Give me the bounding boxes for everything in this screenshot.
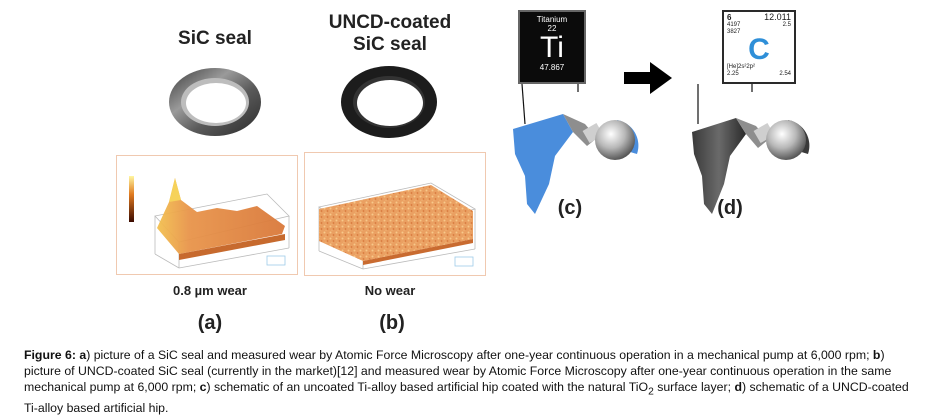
- caption-text-c2: surface layer;: [653, 380, 735, 394]
- ti-symbol: Ti: [540, 31, 564, 64]
- afm-surface-b: [318, 182, 477, 270]
- panel-a-seal-title: SiC seal: [178, 28, 252, 49]
- afm-surface-a: [129, 176, 290, 269]
- c-config: [He]2s²2p²: [727, 64, 756, 70]
- caption-key-b: b: [872, 348, 881, 362]
- c-number: 6: [727, 13, 732, 22]
- panel-a-afm-plot: [116, 155, 298, 275]
- ti-mass: 47.867: [539, 63, 565, 72]
- uncd-coated-hip-implant: [692, 84, 810, 214]
- figure-caption: Figure 6: a) picture of a SiC seal and m…: [24, 347, 924, 416]
- panel-a-wear-label: 0.8 µm wear: [173, 283, 247, 298]
- c-mass: 12.011: [764, 12, 791, 22]
- panel-b-afm-plot: [304, 152, 486, 276]
- panel-d-label: (d): [717, 197, 743, 219]
- panel-a-label: (a): [197, 312, 223, 334]
- carbon-element-tile: 6 12.011 4197 2.5 3827 C [He]2s²2p² 2.25…: [722, 10, 796, 84]
- c-line1: 4197: [727, 22, 741, 28]
- caption-subscript: 2: [648, 386, 654, 398]
- colorbar: [129, 176, 134, 222]
- uncoated-hip-implant: [513, 84, 639, 214]
- panel-b-wear-label: No wear: [364, 283, 416, 298]
- titanium-element-tile: Titanium 22 Ti 47.867: [518, 10, 586, 84]
- c-line2: 3827: [727, 29, 741, 35]
- c-symbol: C: [748, 33, 770, 66]
- ti-number: 22: [547, 24, 557, 33]
- panel-c-label: (c): [557, 197, 583, 219]
- caption-text-a: ) picture of a SiC seal and measured wea…: [86, 348, 873, 362]
- caption-key-a: a: [79, 348, 87, 362]
- ti-name: Titanium: [536, 15, 568, 24]
- c-bottom-right: 2.54: [779, 71, 791, 77]
- figure-label: Figure 6:: [24, 348, 76, 362]
- caption-key-c: c: [199, 380, 207, 394]
- sic-seal-image: [169, 68, 261, 136]
- panel-b-seal-title: UNCD-coated SiC seal: [310, 12, 470, 56]
- caption-text-c1: ) schematic of an uncoated Ti-alloy base…: [206, 380, 649, 394]
- panel-b-title-line1: UNCD-coated: [328, 12, 452, 33]
- panel-b-title-line2: SiC seal: [353, 34, 427, 55]
- c-bottom-left: 2.25: [727, 71, 739, 77]
- uncd-seal-image: [341, 66, 437, 138]
- caption-text-b: ) picture of UNCD-coated SiC seal (curre…: [24, 348, 892, 394]
- caption-key-d: d: [734, 380, 742, 394]
- right-arrow-icon: [624, 62, 672, 94]
- c-right-value: 2.5: [782, 22, 791, 28]
- panel-b-label: (b): [379, 312, 405, 334]
